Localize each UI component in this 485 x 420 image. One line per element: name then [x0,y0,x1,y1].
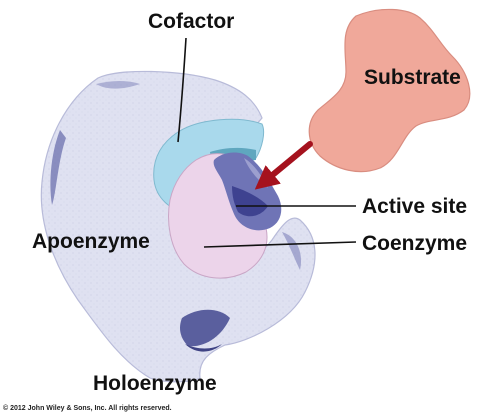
cofactor-label: Cofactor [148,10,234,33]
copyright-notice: © 2012 John Wiley & Sons, Inc. All right… [3,405,172,412]
substrate-label: Substrate [364,66,461,89]
active-site-label: Active site [362,195,467,218]
substrate-shape [309,9,470,171]
substrate-arrow [264,144,310,182]
holoenzyme-label: Holoenzyme [93,372,217,395]
apoenzyme-label: Apoenzyme [32,230,150,253]
coenzyme-label: Coenzyme [362,232,467,255]
